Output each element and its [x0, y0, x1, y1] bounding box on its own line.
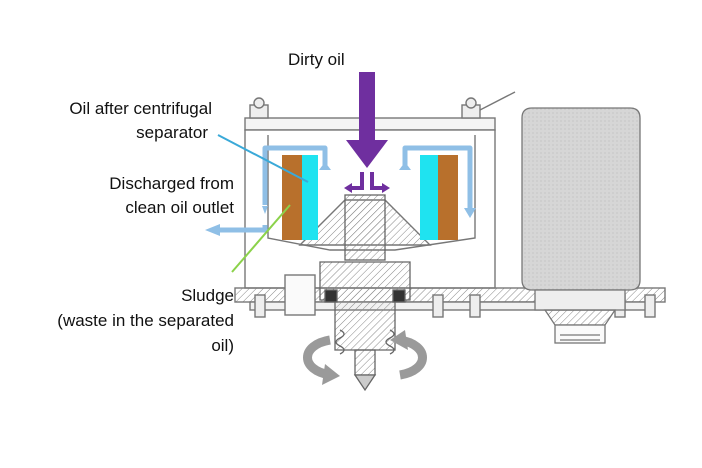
flow-arrow-icon	[319, 162, 331, 170]
oil-layer-right	[420, 155, 438, 240]
dirty-oil-split-arrows	[352, 172, 382, 190]
discharged-label-line1: Discharged from	[109, 174, 234, 193]
dirty-oil-label: Dirty oil	[288, 50, 345, 69]
flow-arrow-icon	[399, 162, 411, 170]
flow-arrow-icon	[382, 183, 390, 193]
oil-after-separator-label-line2: separator	[136, 123, 208, 142]
flow-arrow-icon	[344, 183, 352, 193]
oil-leader-line	[217, 134, 309, 183]
sludge-layer-left	[282, 155, 302, 240]
oil-layer-left	[302, 155, 318, 240]
flow-arrow-heads	[205, 162, 476, 236]
sludge-label-line2: (waste in the separated	[57, 311, 234, 330]
flow-arrow-icon	[464, 208, 476, 218]
discharged-label-line2: clean oil outlet	[125, 198, 234, 217]
drive-motor	[521, 107, 641, 344]
dirty-oil-arrow	[346, 72, 388, 168]
rotation-arrow-icon	[303, 335, 340, 385]
sludge-leader-line	[231, 204, 291, 273]
rotation-arrow-icon	[390, 330, 427, 380]
flow-arrow-icon	[262, 206, 268, 214]
oil-after-separator-label-line1: Oil after centrifugal	[69, 99, 212, 118]
sludge-label-line3: oil)	[211, 336, 234, 355]
spindle-shaft	[319, 194, 411, 392]
flow-arrow-icon	[205, 224, 220, 236]
clean-oil-flow-arrows	[220, 145, 473, 233]
sludge-layer-right	[438, 155, 458, 240]
sludge-label-line1: Sludge	[181, 286, 234, 305]
